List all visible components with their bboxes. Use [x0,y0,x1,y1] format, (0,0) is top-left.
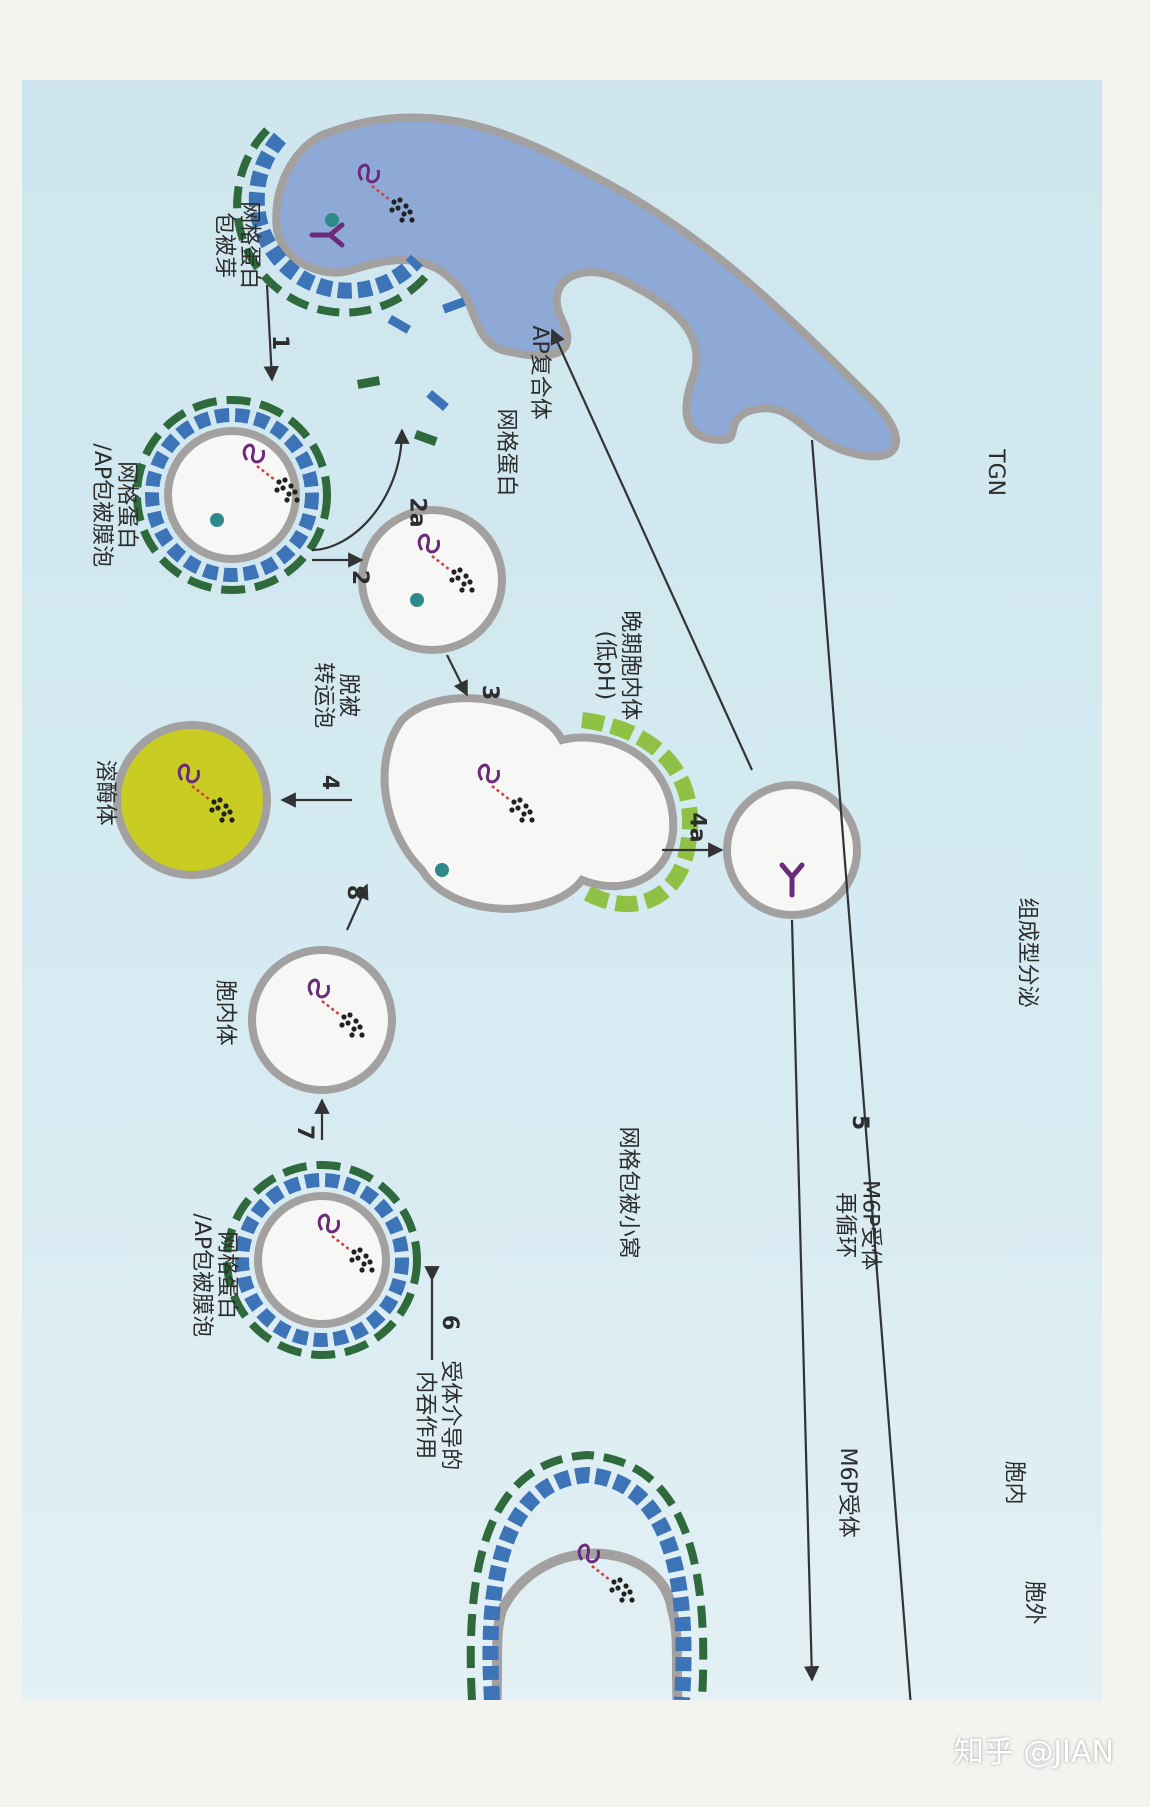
clathrin-coated-pit [466,1450,708,1700]
clathrin-coated-bud [233,127,431,317]
pathway-arrows [263,284,912,1700]
label-m6p-receptor: M6P受体 [834,1447,860,1538]
recycling-vesicle [723,781,861,919]
clathrin-ap-vesicle-top [133,396,331,594]
label-clathrin-ap-vesicle-bottom: 网格蛋白/AP包被膜泡 [188,1213,240,1338]
uncoated-transport-vesicle [358,506,506,654]
label-lysosome: 溶酶体 [92,759,118,826]
endosome [248,946,396,1094]
watermark: 知乎 @JIAN [953,1735,1114,1770]
label-constitutive-secretion: 组成型分泌 [1014,897,1040,1008]
label-clathrin-bud: 网格蛋白包被芽 [211,201,262,290]
step-4a: 4a [684,812,710,843]
step-4: 4 [317,774,343,791]
tgn-compartment [272,113,900,461]
clathrin-ap-vesicle-bottom [223,1161,421,1359]
lysosome [113,721,271,879]
label-endosome: 胞内体 [212,979,238,1046]
step-1: 1 [267,334,293,351]
step-3: 3 [477,684,503,701]
label-tgn: TGN [983,449,1009,497]
label-m6p-recycle: M6P受体再循环 [832,1180,883,1271]
label-intracellular: 胞内 [1001,1460,1027,1505]
step-7: 7 [292,1124,318,1141]
label-ap-complex: AP复合体 [526,325,552,420]
label-late-endosome: 晚期胞内体(低pH) [592,610,643,721]
step-5: 5 [847,1114,873,1131]
label-extracellular: 胞外 [1021,1580,1047,1625]
late-endosome [380,694,699,913]
step-2: 2 [347,569,373,586]
label-uncoated-vesicle: 脱被转运泡 [310,662,361,729]
label-clathrin-coated-pit: 网格包被小窝 [615,1126,641,1259]
diagram-panel: 网格蛋白包被芽 网格蛋白/AP包被膜泡 AP复合体 网格蛋白 脱被转运泡 晚期胞… [22,80,1102,1700]
diagram-svg [113,113,912,1700]
step-2a: 2a [404,497,430,528]
label-receptor-endocytosis: 受体介导的内吞作用 [412,1360,463,1471]
label-clathrin: 网格蛋白 [493,408,519,497]
label-clathrin-ap-vesicle-top: 网格蛋白/AP包被膜泡 [88,443,140,568]
step-6: 6 [437,1314,463,1331]
step-8: 8 [342,884,368,901]
free-coat-pieces [357,297,466,446]
